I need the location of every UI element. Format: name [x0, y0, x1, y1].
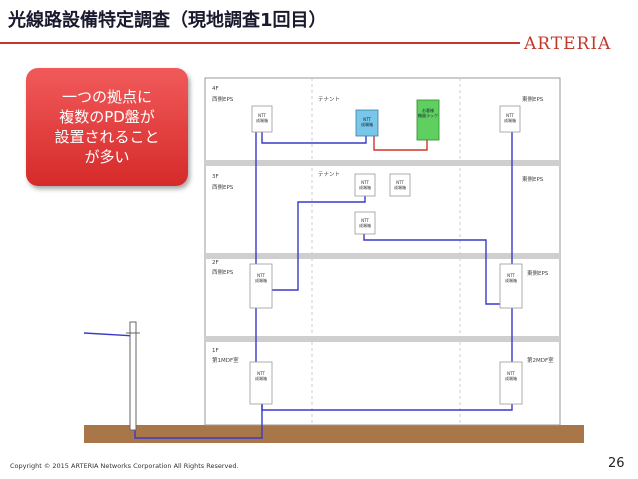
floor-slab-3-4 [205, 160, 560, 166]
floor-4-left: 西側EPS [212, 95, 234, 103]
fiber-incoming [83, 332, 263, 439]
customer-rack: お客様 機器ラック [416, 99, 440, 141]
ntt-box-3f-tenant-c: NTT 成端箱 [354, 211, 376, 235]
ntt-box-3f-tenant-b: NTT 成端箱 [389, 173, 411, 197]
floor-3-right: 東側EPS [522, 175, 544, 183]
floor-3-middle: テナント [318, 171, 340, 178]
callout-text: 一つの拠点に 複数のPD盤が 設置されること が多い [54, 88, 160, 166]
fiber-3f-east [363, 233, 508, 305]
ntt-box-2f-west: NTT 成端箱 [249, 263, 273, 309]
ntt-box-label: NTT [257, 273, 265, 278]
ntt-box-label: NTT [506, 113, 514, 118]
floor-3-left: 西側EPS [212, 183, 234, 191]
floor-3-label: 3F [212, 174, 219, 180]
floor-2-left: 西側EPS [212, 268, 234, 276]
header-divider [0, 42, 520, 44]
floor-4-label: 4F [212, 86, 219, 92]
ntt-box-label: NTT [396, 180, 404, 185]
floor-1-right: 第2MDF室 [527, 356, 554, 364]
ntt-box-label: NTT [507, 371, 515, 376]
floor-slab-1-2 [205, 336, 560, 342]
svg-text:機器ラック: 機器ラック [418, 112, 438, 118]
ntt-box-sublabel: 成端箱 [361, 121, 373, 127]
ntt-box-2f-east: NTT 成端箱 [499, 263, 523, 309]
ntt-box-label: NTT [507, 273, 515, 278]
page-number: 26 [608, 456, 625, 471]
floor-2-label: 2F [212, 260, 219, 266]
ntt-box-sublabel: 成端箱 [255, 375, 267, 381]
ntt-box-1f-west: NTT 成端箱 [249, 361, 273, 405]
ntt-box-sublabel: 成端箱 [505, 375, 517, 381]
ntt-box-4f-east: NTT 成端箱 [499, 105, 521, 133]
ntt-box-sublabel: 成端箱 [255, 277, 267, 283]
company-logo: ARTERIA [524, 34, 612, 54]
fiber-4f-tenant [261, 130, 367, 144]
ntt-box-sublabel: 成端箱 [505, 277, 517, 283]
ntt-box-3f-tenant-a: NTT 成端箱 [354, 173, 376, 197]
copyright: Copyright © 2015 ARTERIA Networks Corpor… [10, 462, 239, 470]
floor-1-label: 1F [212, 348, 219, 354]
ntt-box-sublabel: 成端箱 [394, 184, 406, 190]
ntt-box-4f-west: NTT 成端箱 [251, 105, 273, 133]
page-title: 光線路設備特定調査（現地調査1回目） [8, 10, 327, 31]
callout-note: 一つの拠点に 複数のPD盤が 設置されること が多い [26, 68, 188, 186]
floor-2-right: 東側EPS [527, 269, 549, 277]
ntt-box-label: NTT [258, 113, 266, 118]
svg-text:お客様: お客様 [422, 107, 434, 113]
ntt-box-4f-tenant: NTT 成端箱 [355, 109, 379, 137]
utility-pole [129, 321, 137, 431]
ntt-box-1f-east: NTT 成端箱 [499, 361, 523, 405]
fiber-2f-3f [268, 195, 366, 291]
floor-4-right: 東側EPS [522, 95, 544, 103]
ntt-box-sublabel: 成端箱 [359, 222, 371, 228]
ntt-box-sublabel: 成端箱 [359, 184, 371, 190]
floor-slab-2-3 [205, 253, 560, 259]
ntt-box-label: NTT [361, 180, 369, 185]
ntt-box-sublabel: 成端箱 [256, 117, 268, 123]
ground [84, 425, 584, 443]
ntt-box-label: NTT [363, 117, 371, 122]
ntt-box-label: NTT [257, 371, 265, 376]
floor-1-left: 第1MDF室 [212, 356, 239, 364]
customer-link [373, 136, 428, 151]
ntt-box-sublabel: 成端箱 [504, 117, 516, 123]
floor-4-middle: テナント [318, 96, 340, 103]
ntt-box-label: NTT [361, 218, 369, 223]
